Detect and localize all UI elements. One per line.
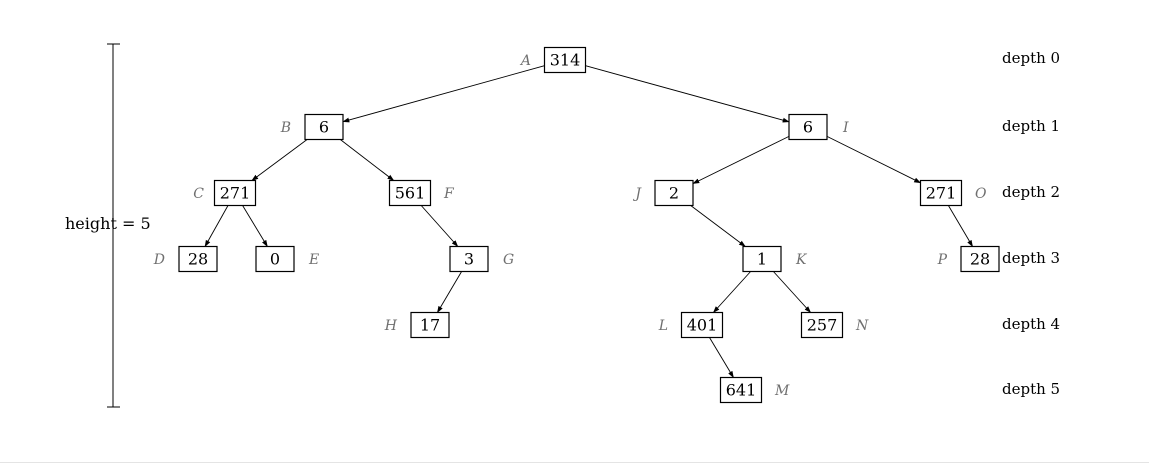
tree-node-A: 314 A [519,46,587,74]
depth-label-1: depth 1 [1002,117,1060,135]
height-bracket: height = 5 [65,43,151,408]
tree-node-M: 641 M [719,376,790,404]
tree-node-B: 6B [280,113,344,141]
tree-node-C: 271 C [193,179,257,207]
edge-C-D [204,205,229,248]
node-label: G [503,252,514,268]
node-value: 271 [220,184,251,203]
node-label: C [193,186,204,202]
tree-node-P: 28 P [937,245,1000,273]
edge-I-J [692,135,790,185]
depth-label-0: depth 0 [1002,49,1060,67]
node-label: F [443,186,455,202]
node-box [800,311,844,339]
node-value: 314 [550,51,581,70]
node-box [213,179,257,207]
node-box [304,113,344,141]
edge-B-C [251,139,308,181]
edge-B-F [340,139,395,181]
node-box [742,245,782,273]
node-box [255,245,295,273]
node-value: 28 [970,250,990,269]
edge-L-M [709,337,734,379]
node-box [788,113,828,141]
node-label: K [795,252,808,268]
node-box [919,179,963,207]
node-label: M [774,383,790,399]
edge-K-L [712,271,751,314]
node-label: J [632,186,642,202]
node-label: I [842,120,849,136]
node-box [680,311,724,339]
tree-node-O: 271 O [919,179,987,207]
edge-O-P [948,205,973,248]
node-value: 6 [319,118,329,137]
node-box [654,179,694,207]
node-value: 1 [757,250,767,269]
depth-labels: depth 0 depth 1 depth 2 depth 3 depth 4 … [1002,49,1060,398]
tree-node-F: 561 F [388,179,455,207]
tree-node-N: 257 N [800,311,869,339]
node-value: 28 [188,250,208,269]
edge-F-G [420,205,459,248]
tree-node-H: 17 H [384,311,450,339]
node-value: 561 [395,184,426,203]
height-label: height = 5 [65,214,151,233]
edge-I-O [826,135,922,184]
edge-A-B [342,65,545,123]
depth-label-5: depth 5 [1002,380,1060,398]
node-value: 257 [807,316,838,335]
node-box [410,311,450,339]
depth-label-3: depth 3 [1002,249,1060,267]
node-label: H [384,318,398,334]
depth-label-2: depth 2 [1002,183,1060,201]
node-value: 271 [926,184,957,203]
edge-C-E [242,205,268,248]
node-label: P [937,252,948,268]
tree-edges [204,65,973,379]
node-box [719,376,763,404]
edge-A-I [585,65,790,123]
node-label: D [153,252,165,268]
edge-J-K [690,205,746,247]
tree-node-D: 28 D [153,245,218,273]
bottom-divider [0,462,1149,463]
tree-node-L: 401 L [658,311,724,339]
node-label: O [975,186,987,202]
node-label: N [855,318,869,334]
node-label: E [308,252,319,268]
node-value: 0 [270,250,280,269]
node-value: 6 [803,118,813,137]
node-value: 3 [464,250,474,269]
node-label: A [519,53,531,69]
node-box [449,245,489,273]
node-box [388,179,432,207]
depth-label-4: depth 4 [1002,315,1060,333]
node-value: 2 [669,184,679,203]
node-box [960,245,1000,273]
node-label: B [280,120,291,136]
node-label: L [658,318,668,334]
node-box [178,245,218,273]
node-value: 401 [687,316,718,335]
node-box [543,46,587,74]
node-value: 17 [420,316,440,335]
tree-node-J: 2J [632,179,694,207]
edge-K-N [773,271,812,314]
edge-G-H [437,271,462,314]
node-value: 641 [726,381,757,400]
